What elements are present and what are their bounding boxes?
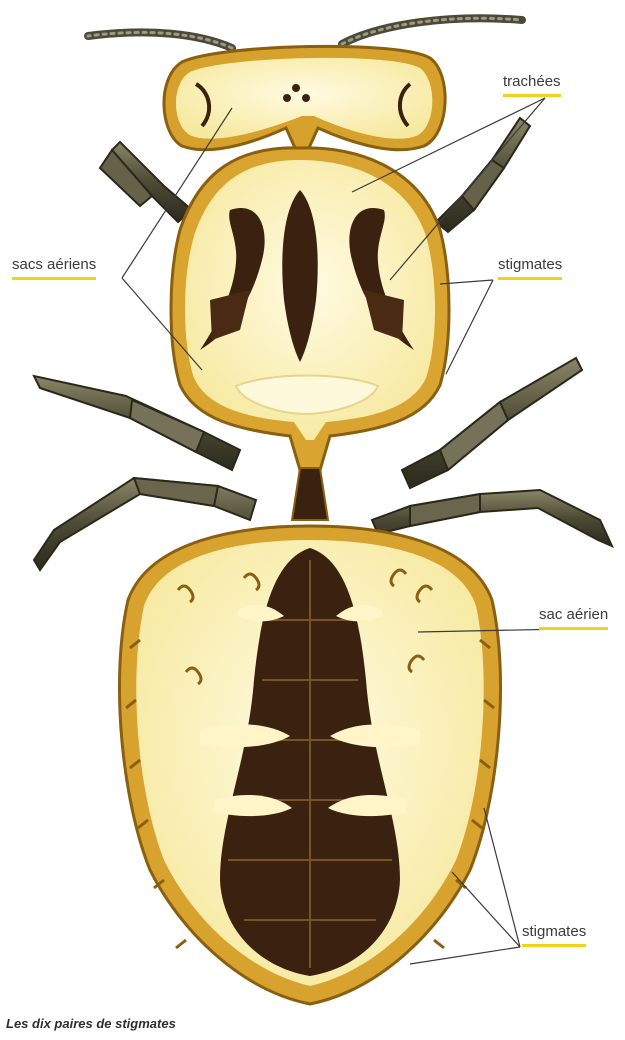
antennae — [88, 18, 522, 48]
label-stigmates-bottom: stigmates — [522, 923, 586, 947]
figure-caption: Les dix paires de stigmates — [6, 1016, 176, 1031]
label-trachees: trachées — [503, 73, 561, 97]
label-sacs-aeriens: sacs aériens — [12, 256, 96, 280]
label-stigmates-top: stigmates — [498, 256, 562, 280]
petiole — [292, 468, 328, 520]
thorax — [171, 148, 449, 470]
abdomen — [119, 526, 500, 1004]
head — [164, 46, 445, 150]
label-sac-aerien: sac aérien — [539, 606, 608, 630]
